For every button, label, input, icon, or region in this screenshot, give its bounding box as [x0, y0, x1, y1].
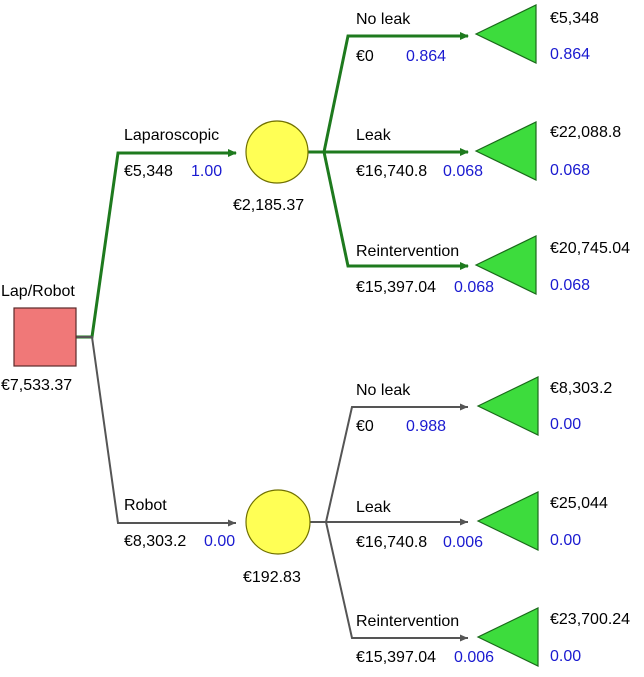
payoff-prob-robot-reintervention: 0.00 [550, 648, 581, 665]
chance-value-robot: €192.83 [243, 569, 301, 586]
arm-prob-laparoscopic: 1.00 [191, 163, 222, 180]
outcome-cost-lap-no-leak: €0 [356, 48, 374, 65]
payoff-robot-reintervention: €23,700.24 [550, 611, 630, 628]
arm-name-laparoscopic: Laparoscopic [124, 127, 219, 144]
decision-node [13, 307, 77, 367]
decision-name: Lap/Robot [1, 283, 75, 300]
payoff-prob-robot-leak: 0.00 [550, 532, 581, 549]
payoff-robot-no-leak: €8,303.2 [550, 380, 612, 397]
outcome-cost-lap-leak: €16,740.8 [356, 163, 427, 180]
outcome-prob-lap-no-leak: 0.864 [406, 48, 446, 65]
payoff-prob-lap-leak: 0.068 [550, 162, 590, 179]
outcome-name-lap-leak: Leak [356, 127, 392, 144]
payoff-lap-no-leak: €5,348 [550, 10, 599, 27]
outcome-name-robot-no-leak: No leak [356, 382, 411, 399]
terminal-node-lap-reintervention [474, 235, 537, 295]
branch-line-laparoscopic [76, 149, 237, 339]
outcome-prob-lap-leak: 0.068 [443, 163, 483, 180]
outcome-cost-robot-reintervention: €15,397.04 [356, 649, 436, 666]
chance-value-laparoscopic: €2,185.37 [233, 197, 304, 214]
outcome-prob-robot-leak: 0.006 [443, 534, 483, 551]
arm-prob-robot: 0.00 [204, 533, 235, 550]
terminal-node-lap-leak [474, 121, 537, 181]
outcome-name-lap-no-leak: No leak [356, 11, 411, 28]
outcome-name-robot-reintervention: Reintervention [356, 613, 459, 630]
payoff-lap-leak: €22,088.8 [550, 124, 621, 141]
terminal-node-robot-no-leak [476, 376, 539, 436]
outcome-name-robot-leak: Leak [356, 499, 392, 516]
branch-line-robot [76, 336, 236, 527]
payoff-lap-reintervention: €20,745.04 [550, 240, 630, 257]
arm-name-robot: Robot [124, 497, 167, 514]
outcome-cost-robot-no-leak: €0 [356, 418, 374, 435]
payoff-prob-lap-no-leak: 0.864 [550, 46, 590, 63]
payoff-prob-lap-reintervention: 0.068 [550, 277, 590, 294]
arm-cost-laparoscopic: €5,348 [124, 163, 173, 180]
outcome-name-lap-reintervention: Reintervention [356, 243, 459, 260]
outcome-prob-lap-reintervention: 0.068 [454, 279, 494, 296]
outcome-prob-robot-reintervention: 0.006 [454, 649, 494, 666]
payoff-robot-leak: €25,044 [550, 495, 608, 512]
branch-line-robot-reintervention [310, 521, 468, 642]
terminal-node-robot-reintervention [476, 607, 539, 667]
outcome-cost-robot-leak: €16,740.8 [356, 534, 427, 551]
arm-cost-robot: €8,303.2 [124, 533, 186, 550]
chance-node-laparoscopic [245, 120, 309, 184]
chance-node-robot [245, 489, 311, 555]
payoff-prob-robot-no-leak: 0.00 [550, 416, 581, 433]
outcome-cost-lap-reintervention: €15,397.04 [356, 279, 436, 296]
terminal-node-robot-leak [476, 491, 539, 551]
branch-line-lap-reintervention [308, 150, 469, 270]
decision-value: €7,533.37 [1, 377, 72, 394]
outcome-prob-robot-no-leak: 0.988 [406, 418, 446, 435]
terminal-node-lap-no-leak [474, 4, 537, 64]
